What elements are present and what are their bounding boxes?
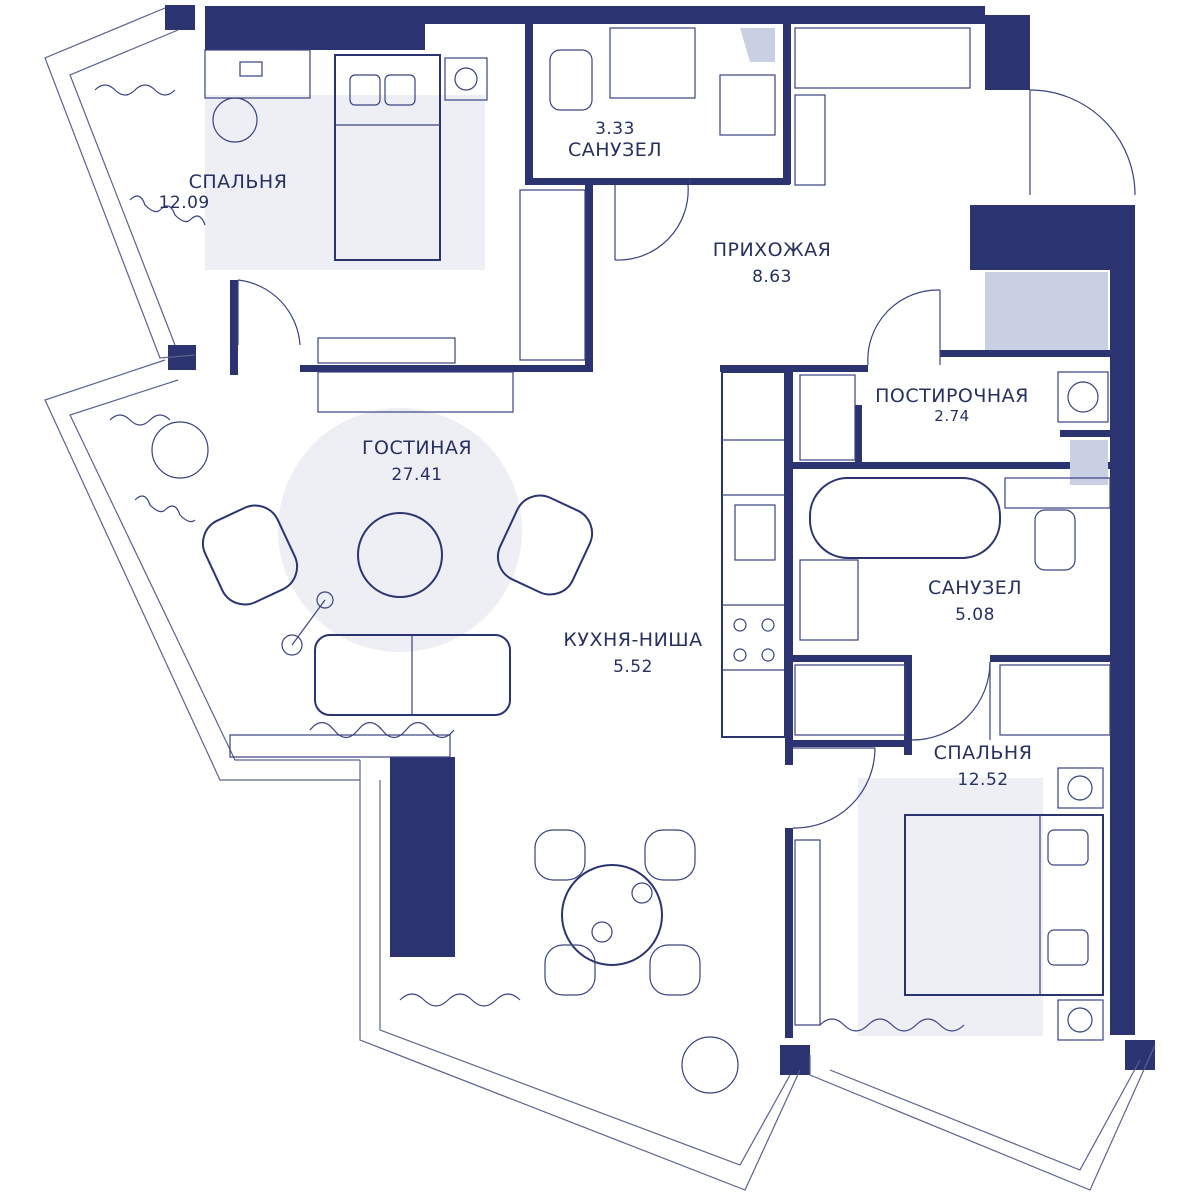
wall-right-vert bbox=[1110, 205, 1135, 1035]
interior-walls bbox=[230, 24, 1110, 1038]
bedroom-1-furniture bbox=[204, 49, 586, 413]
bathroom-2-fixtures bbox=[799, 477, 1111, 641]
hallway-wardrobe bbox=[794, 27, 1136, 196]
bedroom-1-rug bbox=[205, 95, 485, 270]
room-name: САНУЗЕЛ bbox=[567, 138, 663, 161]
plant-icon bbox=[151, 421, 739, 1094]
dining-set bbox=[534, 829, 701, 996]
room-name: КУХНЯ-НИША bbox=[563, 629, 703, 651]
room-area: 12.09 bbox=[158, 192, 210, 213]
kitchen-counter bbox=[721, 371, 786, 738]
wall-top-left-corner bbox=[165, 5, 195, 30]
wall-column-living bbox=[390, 757, 455, 957]
laundry-fixtures bbox=[799, 371, 1109, 461]
room-area: 8.63 bbox=[752, 266, 792, 287]
room-label-kitchen: КУХНЯ-НИША 5.52 bbox=[563, 629, 703, 677]
curtains bbox=[94, 84, 965, 1032]
room-name: САНУЗЕЛ bbox=[927, 577, 1023, 599]
wall-right-block bbox=[970, 205, 1110, 270]
bedroom-2-rug bbox=[858, 778, 1043, 1036]
wall-bottom-left-corner bbox=[780, 1045, 810, 1075]
room-area: 3.33 bbox=[595, 119, 635, 139]
room-area: 27.41 bbox=[391, 464, 443, 485]
dining-table bbox=[561, 864, 663, 966]
wall-top bbox=[205, 6, 425, 50]
bathroom-1-fixtures bbox=[549, 27, 776, 185]
bedroom-2-wardrobes bbox=[794, 664, 1111, 1026]
bed-2 bbox=[904, 814, 1104, 996]
living-furniture bbox=[201, 494, 594, 758]
armchair-right bbox=[496, 494, 594, 596]
room-name: ПРИХОЖАЯ bbox=[712, 239, 832, 261]
wall-top-2 bbox=[425, 6, 985, 24]
room-label-bedroom-2: СПАЛЬНЯ 12.52 bbox=[933, 742, 1033, 790]
wall-top-right bbox=[985, 15, 1030, 90]
glass-panel-top bbox=[740, 28, 775, 62]
room-area: 12.52 bbox=[957, 769, 1009, 790]
room-area: 2.74 bbox=[934, 406, 970, 425]
living-rug bbox=[278, 408, 522, 652]
room-name: ПОСТИРОЧНАЯ bbox=[875, 385, 1029, 407]
room-label-hallway: ПРИХОЖАЯ 8.63 bbox=[712, 239, 832, 287]
doors bbox=[237, 184, 991, 829]
glass-panel-right bbox=[985, 272, 1108, 350]
room-name: СПАЛЬНЯ bbox=[933, 742, 1033, 764]
room-label-bedroom-1: СПАЛЬНЯ 12.09 bbox=[159, 171, 288, 213]
glass-panel-right-2 bbox=[1070, 440, 1108, 485]
room-area: 5.08 bbox=[955, 604, 995, 625]
room-name: ГОСТИНАЯ bbox=[361, 437, 473, 459]
coffee-table bbox=[357, 512, 443, 598]
room-name: СПАЛЬНЯ bbox=[188, 171, 288, 193]
room-label-living: ГОСТИНАЯ 27.41 bbox=[361, 437, 473, 485]
room-label-bathroom-1: 3.33 САНУЗЕЛ bbox=[567, 119, 663, 161]
facade-windows bbox=[44, 7, 1156, 1191]
bedroom-2-furniture bbox=[904, 767, 1104, 1041]
room-label-laundry: ПОСТИРОЧНАЯ 2.74 bbox=[875, 385, 1029, 425]
room-area: 5.52 bbox=[613, 656, 653, 677]
room-label-bathroom-2: САНУЗЕЛ 5.08 bbox=[927, 577, 1023, 625]
armchair-left bbox=[201, 504, 299, 606]
bed-1 bbox=[334, 54, 441, 261]
